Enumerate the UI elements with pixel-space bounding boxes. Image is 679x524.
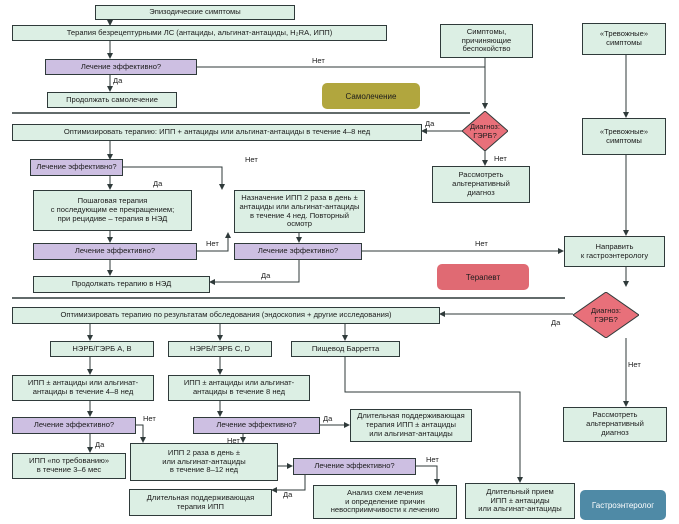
diamond-gerd-1: Диагноз: ГЭРБ? (462, 111, 508, 151)
label-no: Нет (206, 239, 219, 248)
role-therapist: Терапевт (437, 264, 529, 290)
label-yes: Да (283, 490, 293, 499)
node-q-effective-6: Лечение эффективно? (193, 417, 320, 434)
node-ppi-twice: Назначение ИПП 2 раза в день ± антациды … (234, 190, 365, 233)
diamond-text: Диагноз: ГЭРБ? (470, 122, 500, 140)
node-continue-ned: Продолжать терапию в НЭД (33, 276, 210, 293)
node-episodic: Эпизодические симптомы (95, 5, 295, 20)
node-consider-alt-2: Рассмотреть альтернативный диагноз (563, 407, 667, 442)
node-q-effective-3: Лечение эффективно? (33, 243, 197, 260)
label-no: Нет (312, 56, 325, 65)
node-stepdown: Пошаговая терапия с последующим ее прекр… (33, 190, 192, 231)
role-gastroenterologist: Гастроэнтеролог (580, 490, 666, 520)
node-ppi-twice-8-12: ИПП 2 раза в день ± или альгинат-антацид… (130, 443, 278, 481)
node-q-effective-1: Лечение эффективно? (45, 59, 197, 75)
node-q-effective-2: Лечение эффективно? (30, 159, 123, 176)
node-ppi-8: ИПП ± антациды или альгинат- антациды в … (168, 375, 310, 401)
label-no: Нет (245, 155, 258, 164)
node-nerd-ab: НЭРБ/ГЭРБ A, B (50, 341, 154, 357)
node-refer-gi: Направить к гастроэнтерологу (564, 236, 665, 267)
label-yes: Да (153, 179, 163, 188)
node-optimize-ppi: Оптимизировать терапию: ИПП + антациды и… (12, 124, 422, 141)
node-bothering: Симптомы, причиняющие беспокойство (440, 24, 533, 58)
node-otc-therapy: Терапия безрецептурными ЛС (антациды, ал… (12, 25, 387, 41)
label-no: Нет (227, 436, 240, 445)
label-yes: Да (425, 119, 435, 128)
node-alarm-mid: «Тревожные» симптомы (582, 118, 666, 155)
node-consider-alt-1: Рассмотреть альтернативный диагноз (432, 166, 530, 203)
label-yes: Да (95, 440, 105, 449)
node-barrett: Пищевод Барретта (291, 341, 400, 357)
node-optimize-exam: Оптимизировать терапию по результатам об… (12, 307, 440, 324)
label-no: Нет (494, 154, 507, 163)
diamond-text: Диагноз: ГЭРБ? (591, 306, 621, 324)
node-q-effective-4: Лечение эффективно? (234, 243, 362, 260)
label-no: Нет (426, 455, 439, 464)
label-yes: Да (551, 318, 561, 327)
label-yes: Да (261, 271, 271, 280)
node-q-effective-5: Лечение эффективно? (12, 417, 136, 434)
node-analysis: Анализ схем лечения и определение причин… (313, 485, 457, 519)
role-self-treatment: Самолечение (322, 83, 420, 109)
node-continue-self: Продолжать самолечение (47, 92, 177, 108)
node-alarm-top: «Тревожные» симптомы (582, 23, 666, 55)
diamond-gerd-2: Диагноз: ГЭРБ? (573, 292, 639, 338)
node-q-effective-7: Лечение эффективно? (293, 458, 416, 475)
label-no: Нет (628, 360, 641, 369)
label-no: Нет (143, 414, 156, 423)
label-yes: Да (323, 414, 333, 423)
node-nerd-cd: НЭРБ/ГЭРБ C, D (168, 341, 272, 357)
label-yes: Да (113, 76, 123, 85)
node-long-maint-ppi: Длительная поддерживающая терапия ИПП (129, 489, 272, 516)
node-long-term: Длительный прием ИПП ± антациды или альг… (465, 483, 575, 519)
diamond-shape (573, 292, 639, 338)
label-no: Нет (475, 239, 488, 248)
node-ppi-4-8: ИПП ± антациды или альгинат- антациды в … (12, 375, 154, 401)
node-long-maint: Длительная поддерживающая терапия ИПП ± … (350, 409, 472, 442)
diamond-shape (462, 111, 508, 151)
node-ppi-on-demand: ИПП «по требованию» в течение 3–6 мес (12, 453, 126, 479)
